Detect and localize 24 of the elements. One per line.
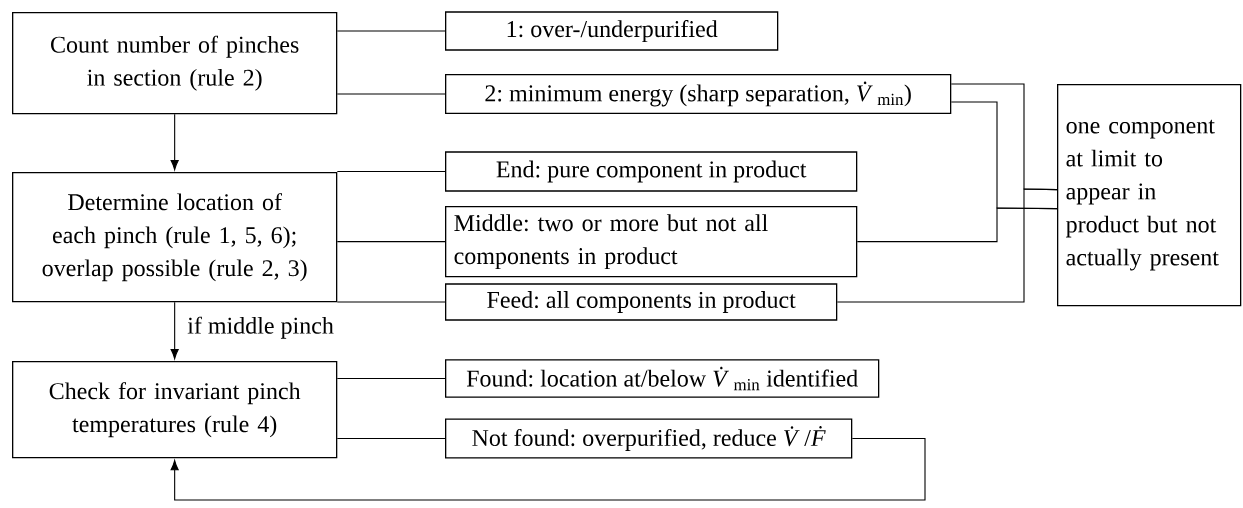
connector — [336, 170, 446, 173]
outcome-box: 2: minimum energy (sharp separation, V̇$_{min}$) — [445, 73, 952, 115]
connector — [170, 437, 926, 501]
connector — [856, 207, 1058, 243]
process-box: Determine location of each pinch (rule 1, 5, 6); overlap possible (rule 2, 3) — [12, 172, 338, 303]
outcome-box: Middle: two or more but not all components in product — [445, 206, 858, 278]
outcome-box: 1: over-/underpurified — [445, 11, 779, 51]
connector — [336, 301, 446, 303]
process-box: Count number of pinches in section (rule 2) — [12, 12, 338, 115]
connector — [336, 437, 446, 440]
outcome-box: Feed: all components in product — [445, 283, 838, 321]
connector — [170, 113, 179, 171]
process-box: Check for invariant pinch temperatures (rule 4) — [12, 361, 338, 459]
connector — [336, 93, 446, 95]
note-box: one component at limit to appear in product but not actually present — [1057, 84, 1242, 307]
outcome-box: Found: location at/below V̇$_{min}$ identified — [445, 359, 880, 398]
edge-label: if middle pinch — [185, 314, 336, 341]
outcome-box: Not found: overpurified, reduce V̇/Ḟ — [445, 418, 853, 459]
connector — [170, 301, 179, 360]
connector — [336, 30, 446, 32]
outcome-box: End: pure component in product — [445, 151, 858, 192]
connector — [836, 188, 1058, 303]
connector — [336, 377, 446, 380]
connector — [336, 241, 446, 243]
